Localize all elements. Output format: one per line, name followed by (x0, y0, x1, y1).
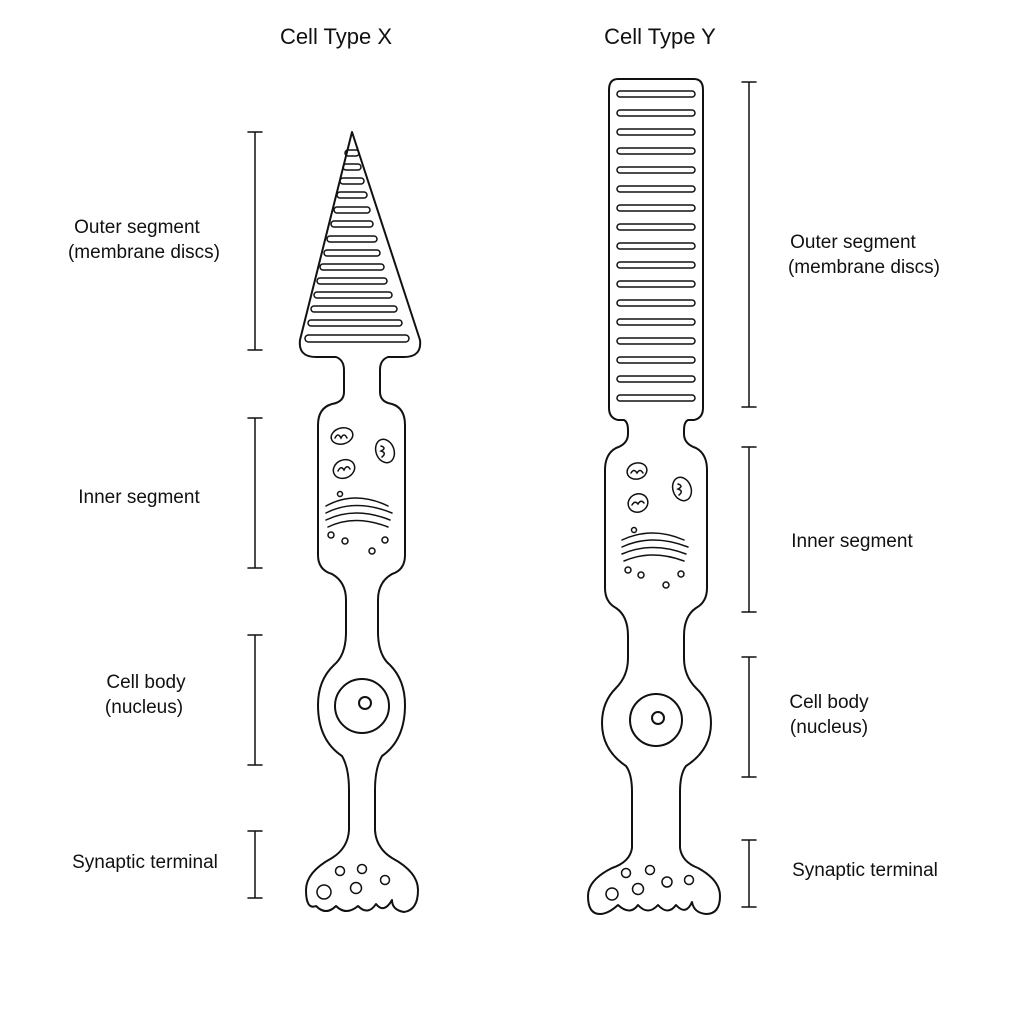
cell-x-disc (330, 220, 374, 228)
cell-y-mitochondria (626, 462, 693, 513)
cell-x-mitochondria (330, 427, 396, 480)
cell-x-disc (333, 206, 371, 214)
cell-x-disc (304, 334, 410, 343)
bracket-inner-segment-y (741, 446, 757, 613)
cell-y-outline (587, 78, 721, 915)
bracket-synaptic-terminal-x (247, 830, 263, 899)
label-synaptic-terminal-x: Synaptic terminal (72, 852, 218, 873)
cell-y-disc (616, 375, 696, 383)
cell-x-disc (344, 149, 360, 157)
bracket-synaptic-terminal-y (741, 839, 757, 908)
cell-x-nucleus (334, 678, 390, 734)
cell-x-disc (307, 319, 403, 327)
cell-y-disc (616, 223, 696, 231)
cell-y-disc (616, 299, 696, 307)
mitochondrion (626, 462, 648, 480)
label-inner-segment-x: Inner segment (78, 487, 200, 508)
cell-y-disc (616, 337, 696, 345)
mitochondrion (671, 476, 693, 502)
cell-y-disc (616, 166, 696, 174)
cell-y-disc (616, 204, 696, 212)
bracket-cell-body-y (741, 656, 757, 778)
cell-y-disc (616, 318, 696, 326)
cell-x-disc (339, 177, 365, 185)
cell-y-disc (616, 261, 696, 269)
cell-x-disc (319, 263, 385, 271)
cell-x-disc (310, 305, 398, 313)
label-cell-body-x: Cell body (106, 672, 186, 693)
cell-x-outline (298, 131, 422, 913)
cell-y-membrane-discs (616, 90, 696, 402)
cell-y-disc (616, 90, 696, 98)
cell-y-disc (616, 128, 696, 136)
label-cell-body-y: Cell body (789, 692, 869, 713)
cell-x-title: Cell Type X (280, 24, 392, 49)
bracket-inner-segment-x (247, 417, 263, 569)
label-membrane-discs-x: (membrane discs) (68, 242, 220, 263)
cell-y-labels: Outer segment (membrane discs) Inner seg… (741, 81, 940, 908)
cell-y-synaptic-vesicles (605, 864, 695, 901)
cell-x-disc (326, 235, 378, 243)
label-outer-segment-x: Outer segment (74, 217, 200, 238)
mitochondrion (332, 458, 356, 480)
cell-x-membrane-discs (304, 149, 410, 343)
label-inner-segment-y: Inner segment (791, 531, 913, 552)
cell-x-labels: Outer segment (membrane discs) Inner seg… (68, 131, 263, 899)
bracket-cell-body-x (247, 634, 263, 766)
label-nucleus-x: (nucleus) (105, 697, 183, 718)
cell-x-synaptic-vesicles (316, 863, 391, 900)
cell-y-disc (616, 185, 696, 193)
cell-y-disc (616, 242, 696, 250)
cell-x-disc (342, 163, 362, 171)
mitochondrion (627, 493, 649, 513)
cell-y-disc (616, 109, 696, 117)
cell-x-disc (316, 277, 388, 285)
cell-x-disc (323, 249, 381, 257)
label-outer-segment-y: Outer segment (790, 232, 916, 253)
cell-x-disc (336, 191, 368, 199)
cell-x (298, 131, 422, 913)
cell-y-disc (616, 356, 696, 364)
label-membrane-discs-y: (membrane discs) (788, 257, 940, 278)
cell-y-golgi-apparatus (621, 526, 689, 589)
cell-y-nucleus (629, 693, 683, 747)
cell-y-disc (616, 394, 696, 402)
cell-x-golgi-apparatus (325, 490, 393, 555)
mitochondrion (374, 438, 396, 464)
cell-y-disc (616, 147, 696, 155)
cell-y-title: Cell Type Y (604, 24, 716, 49)
cell-x-disc (313, 291, 393, 299)
bracket-outer-segment-y (741, 81, 757, 408)
label-synaptic-terminal-y: Synaptic terminal (792, 860, 938, 881)
cell-y (587, 78, 721, 915)
cell-y-disc (616, 280, 696, 288)
bracket-outer-segment-x (247, 131, 263, 351)
mitochondrion (330, 427, 354, 445)
label-nucleus-y: (nucleus) (790, 717, 868, 738)
